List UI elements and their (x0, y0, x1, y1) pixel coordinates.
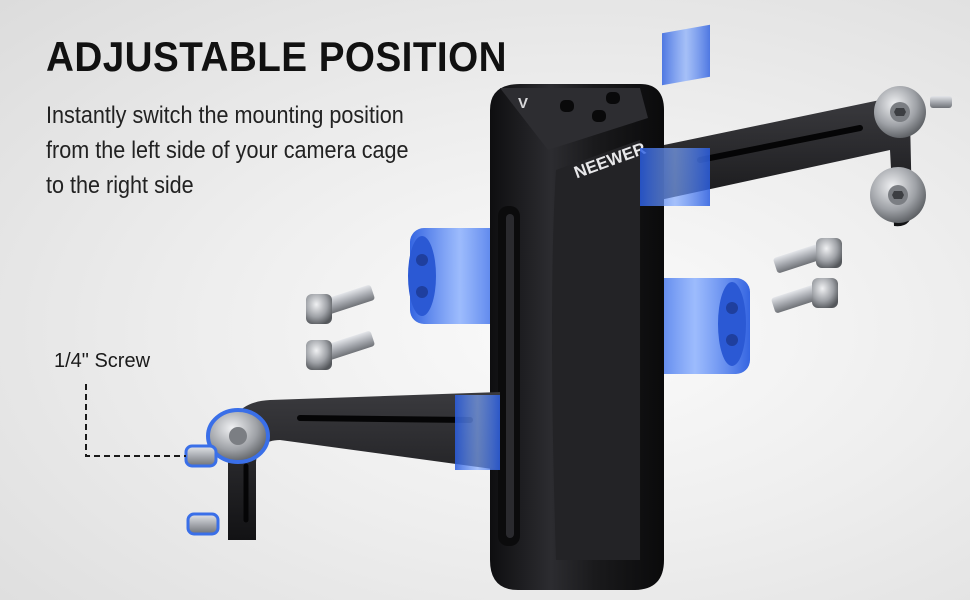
screw-icon (930, 96, 952, 108)
screw-icon (306, 285, 375, 370)
direction-mark: V (518, 95, 528, 112)
callout-line (85, 384, 186, 457)
knob-icon (874, 86, 926, 138)
screw-callout-label: 1/4" Screw (54, 350, 151, 372)
right-mounting-arm (640, 24, 912, 227)
rail-segment (640, 278, 750, 374)
knob-icon (206, 408, 270, 464)
description-text: Instantly switch the mounting position f… (46, 102, 409, 199)
headline: ADJUSTABLE POSITION (46, 33, 508, 80)
rail-highlight (640, 148, 710, 206)
left-mounting-arm (228, 392, 500, 540)
screw-icon (771, 238, 842, 313)
rail-segment (408, 228, 510, 324)
screw-icon (184, 444, 220, 536)
knob-icon (870, 167, 926, 223)
handle-grip (490, 84, 664, 590)
